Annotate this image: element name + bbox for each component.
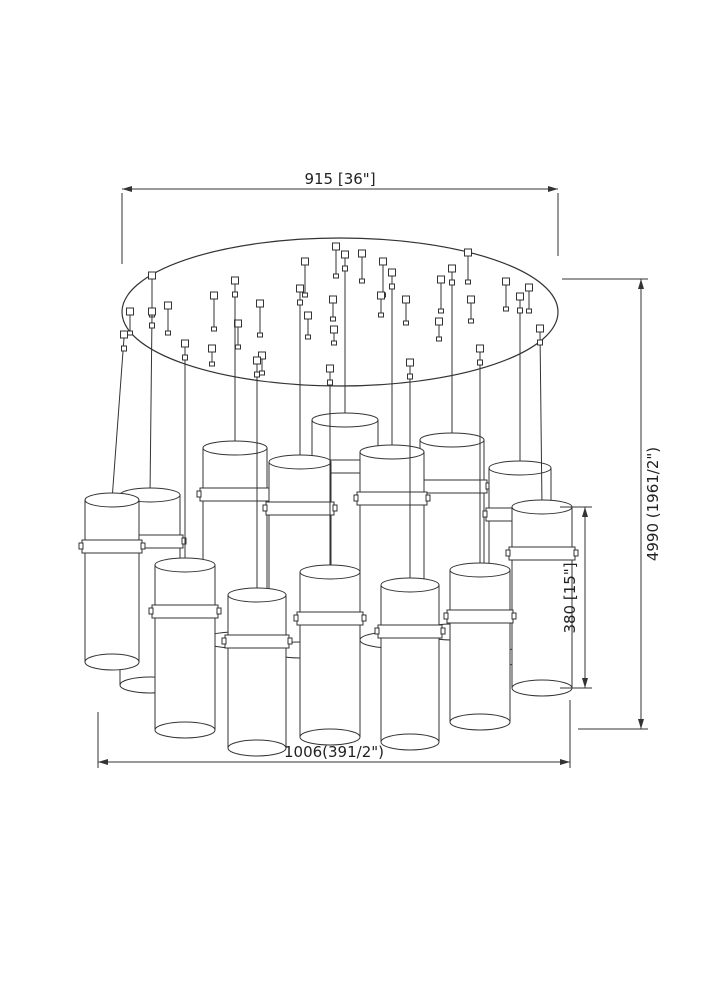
arrowhead	[560, 759, 570, 765]
dimension-right-label: 4990 (1961/2")	[644, 447, 662, 561]
canopy-stub	[358, 249, 366, 284]
canopy-stub	[502, 277, 510, 312]
canopy-stub	[330, 325, 338, 346]
canopy-ellipse	[121, 237, 559, 387]
canopy-stub	[402, 295, 410, 326]
canopy-stub	[332, 242, 340, 279]
canopy-stub	[210, 291, 218, 332]
pendant	[293, 364, 367, 746]
canopy-stub	[301, 257, 309, 298]
arrowhead	[98, 759, 108, 765]
canopy-stub	[525, 283, 533, 314]
canopy-stub	[467, 295, 475, 324]
pendants-layer	[78, 242, 579, 757]
pendant	[148, 339, 222, 739]
canopy-stub	[435, 317, 443, 342]
canopy-stub	[126, 307, 134, 336]
arrowhead	[638, 719, 644, 729]
dimension-top: 915 [36"]	[121, 170, 559, 264]
canopy-stub	[304, 311, 312, 340]
arrowhead	[582, 678, 588, 688]
canopy	[121, 237, 559, 387]
arrowhead	[638, 279, 644, 289]
dimension-shade-height: 380 [15"]	[560, 506, 592, 689]
dimension-top-label: 915 [36"]	[304, 170, 375, 188]
arrowhead	[582, 507, 588, 517]
arrowhead	[122, 186, 132, 192]
dimension-shade-height-label: 380 [15"]	[561, 562, 579, 633]
pendant	[505, 324, 579, 697]
dimension-right-overall: 4990 (1961/2")	[562, 278, 662, 730]
canopy-stub	[164, 301, 172, 336]
canopy-stub	[464, 248, 472, 285]
dimension-bottom: 1006(391/2")	[97, 700, 571, 768]
canopy-stub	[256, 299, 264, 338]
pendant	[78, 330, 146, 671]
canopy-stub	[377, 291, 385, 318]
canopy-stub	[437, 275, 445, 314]
dimension-bottom-label: 1006(391/2")	[284, 743, 384, 761]
canopy-stub	[329, 295, 337, 322]
canopy-stub	[208, 344, 216, 367]
pendant	[443, 344, 517, 731]
pendant	[221, 356, 293, 757]
pendant	[374, 358, 446, 751]
arrowhead	[548, 186, 558, 192]
